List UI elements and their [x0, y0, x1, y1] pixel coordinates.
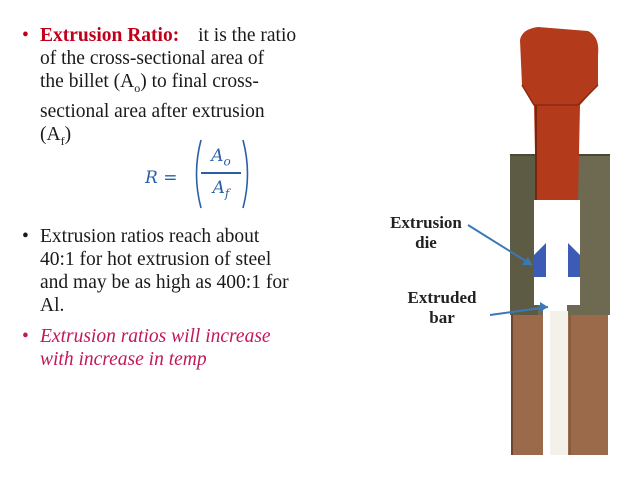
- extrusion-illustration: [467, 27, 610, 455]
- text-column: • Extrusion Ratio: it is the ratio of th…: [22, 24, 362, 371]
- bullet-2-line-1: Extrusion ratios reach about: [40, 225, 260, 247]
- bullet-extrusion-ratio: • Extrusion Ratio: it is the ratio of th…: [22, 24, 362, 153]
- bullet-1-line-2: of the cross-sectional area of: [40, 48, 265, 69]
- bullet-1-line-1: Extrusion Ratio: it is the ratio: [40, 24, 362, 47]
- bullet-2-line-3: and may be as high as 400:1 for: [40, 271, 289, 293]
- bullet-3-line-2: with increase in temp: [40, 348, 207, 370]
- bullet-temperature: • Extrusion ratios will increase with in…: [22, 325, 362, 371]
- formula-denominator: Af: [212, 177, 230, 200]
- bullet-extrusion-ratios-reach: • Extrusion ratios reach about 40:1 for …: [22, 225, 362, 317]
- ram: [520, 27, 599, 200]
- extrusion-die-label: Extrusion die: [390, 213, 462, 252]
- formula-fraction: Ao Af: [201, 146, 241, 202]
- bullet-symbol: •: [22, 225, 29, 247]
- extrusion-die: [534, 243, 546, 277]
- subscript-o: o: [134, 80, 141, 95]
- extrusion-ratio-label: Extrusion Ratio:: [40, 25, 180, 46]
- bullet-2-line-4: Al.: [40, 294, 65, 316]
- bullet-2-line-2: 40:1 for hot extrusion of steel: [40, 248, 272, 270]
- bullet-symbol: •: [22, 325, 29, 347]
- bullet-1-line-5: (Af): [40, 123, 72, 148]
- extrusion-diagram: Extrusion die Extruded bar: [370, 15, 638, 475]
- extruded-bar-label: Extruded bar: [407, 288, 477, 327]
- subscript-f: f: [60, 133, 65, 148]
- formula-lhs: R =: [145, 168, 178, 188]
- right-paren: [242, 139, 249, 209]
- bullet-1-text-a: it is the ratio: [198, 25, 297, 46]
- bullet-1-line-3: the billet (Ao) to final cross-: [40, 71, 259, 95]
- left-paren: [195, 139, 202, 209]
- formula-numerator: Ao: [211, 146, 231, 169]
- bullet-symbol: •: [22, 25, 29, 46]
- bullet-1-line-4: sectional area after extrusion: [40, 100, 265, 122]
- arrow-bar: [489, 306, 549, 316]
- arrow-die: [467, 224, 533, 266]
- fraction-bar: [201, 172, 241, 174]
- bullet-3-line-1: Extrusion ratios will increase: [40, 325, 271, 347]
